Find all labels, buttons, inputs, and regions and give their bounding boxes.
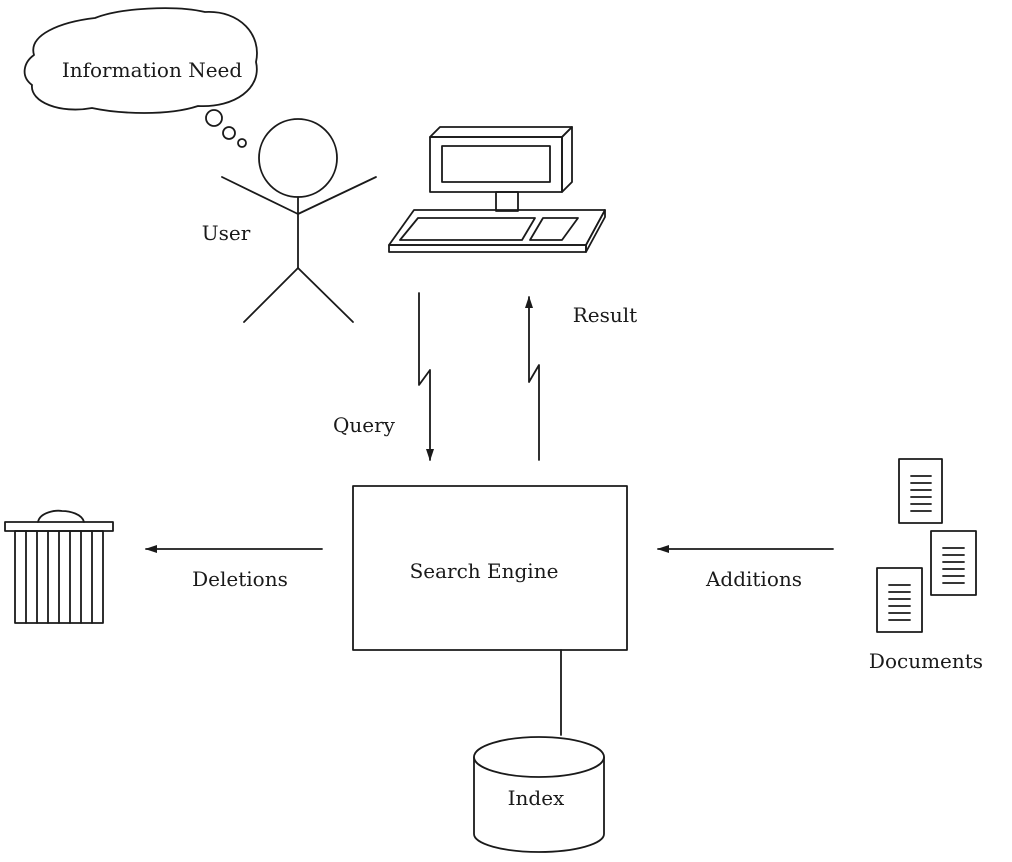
result-arrow-icon [525,296,540,461]
thought-bubble-large-icon [205,109,223,127]
document-icon [876,567,923,633]
document-icon [898,458,943,524]
index-database-icon [473,736,605,853]
thought-cloud-icon [23,7,258,114]
result-label: Result [573,303,637,327]
document-icon [930,530,977,596]
computer-icon [388,126,606,253]
additions-label: Additions [705,567,802,591]
user-figure-icon [221,118,377,323]
search-engine-label: Search Engine [410,559,559,583]
user-label: User [202,221,251,245]
trash-can-icon [4,509,114,624]
thought-bubble-medium-icon [222,126,236,140]
documents-label: Documents [869,649,983,673]
information-need-label: Information Need [62,58,243,82]
query-arrow-icon [418,292,434,461]
index-label: Index [508,786,565,810]
query-label: Query [333,413,396,437]
thought-bubble-small-icon [237,138,247,148]
deletions-label: Deletions [192,567,288,591]
search-engine-box [352,485,628,651]
